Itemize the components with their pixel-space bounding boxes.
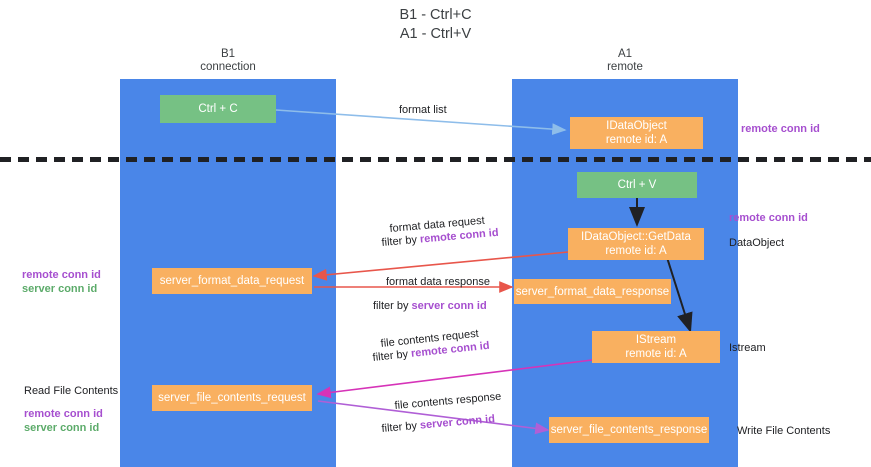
- lane-header-b1-line1: B1: [220, 48, 236, 60]
- annotation-read-file-contents: Read File Contents: [24, 385, 119, 397]
- annotation-remote-conn-id-mid: remote conn id: [729, 212, 808, 224]
- diagram-title-line1: B1 - Ctrl+C: [399, 7, 472, 23]
- node-istream[interactable]: IStream remote id: A: [592, 331, 720, 363]
- lane-header-b1-line2: connection: [200, 61, 256, 73]
- lane-header-b1: B1 connection: [120, 48, 336, 74]
- filter-key-2: server conn id: [411, 300, 487, 312]
- annotation-write-file-contents: Write File Contents: [737, 425, 831, 437]
- node-ctrl-c[interactable]: Ctrl + C: [160, 95, 276, 123]
- node-istream-line2: remote id: A: [625, 348, 687, 360]
- node-idataobject-line1: IDataObject: [606, 120, 667, 132]
- annotation-left-server-conn-id: server conn id: [22, 283, 98, 295]
- node-server-format-data-request[interactable]: server_format_data_request: [152, 268, 312, 294]
- node-server-format-data-response-label: server_format_data_response: [515, 285, 670, 298]
- edge-label-file-contents-response-filter: filter by server conn id: [381, 412, 496, 436]
- node-getdata-line2: remote id: A: [605, 245, 667, 257]
- annotation-left-remote-conn-id: remote conn id: [22, 269, 101, 281]
- node-idataobject[interactable]: IDataObject remote id: A: [570, 117, 703, 149]
- section-divider: [0, 157, 871, 162]
- filter-prefix-4: filter by: [381, 419, 421, 435]
- node-ctrl-v[interactable]: Ctrl + V: [577, 172, 697, 198]
- annotation-istream: Istream: [729, 342, 766, 354]
- node-server-format-data-request-label: server_format_data_request: [159, 275, 305, 287]
- node-idataobject-getdata[interactable]: IDataObject::GetData remote id: A: [568, 228, 704, 260]
- node-istream-line1: IStream: [635, 334, 677, 346]
- node-getdata-line1: IDataObject::GetData: [581, 231, 691, 243]
- lane-header-a1: A1 remote: [512, 48, 738, 74]
- node-ctrl-v-label: Ctrl + V: [617, 179, 657, 191]
- diagram-title-line2: A1 - Ctrl+V: [399, 26, 472, 42]
- filter-key-4: server conn id: [419, 413, 496, 432]
- node-server-file-contents-response[interactable]: server_file_contents_response: [549, 417, 709, 443]
- annotation-left-remote-conn-id-2: remote conn id: [24, 408, 103, 420]
- node-server-file-contents-response-label: server_file_contents_response: [550, 424, 708, 436]
- node-server-format-data-response[interactable]: server_format_data_response: [514, 279, 671, 304]
- annotation-dataobject: DataObject: [729, 237, 785, 249]
- node-server-file-contents-request[interactable]: server_file_contents_request: [152, 385, 312, 411]
- node-idataobject-line2: remote id: A: [605, 134, 668, 146]
- lane-header-a1-line2: remote: [607, 61, 643, 73]
- edge-label-format-data-response-filter: filter by server conn id: [373, 299, 487, 313]
- annotation-left-server-conn-id-2: server conn id: [24, 422, 100, 434]
- edge-label-file-contents-response: file contents response: [394, 390, 502, 412]
- annotation-remote-conn-id-top: remote conn id: [741, 123, 820, 135]
- edge-label-format-list: format list: [399, 104, 447, 116]
- edge-label-format-data-response: format data response: [386, 276, 490, 288]
- node-server-file-contents-request-label: server_file_contents_request: [158, 392, 306, 404]
- filter-prefix-1: filter by: [381, 233, 421, 249]
- diagram-title: B1 - Ctrl+C A1 - Ctrl+V: [0, 6, 871, 44]
- filter-prefix-3: filter by: [372, 347, 412, 364]
- lane-header-a1-line1: A1: [617, 48, 633, 60]
- node-ctrl-c-label: Ctrl + C: [198, 103, 238, 115]
- filter-prefix-2: filter by: [373, 300, 412, 312]
